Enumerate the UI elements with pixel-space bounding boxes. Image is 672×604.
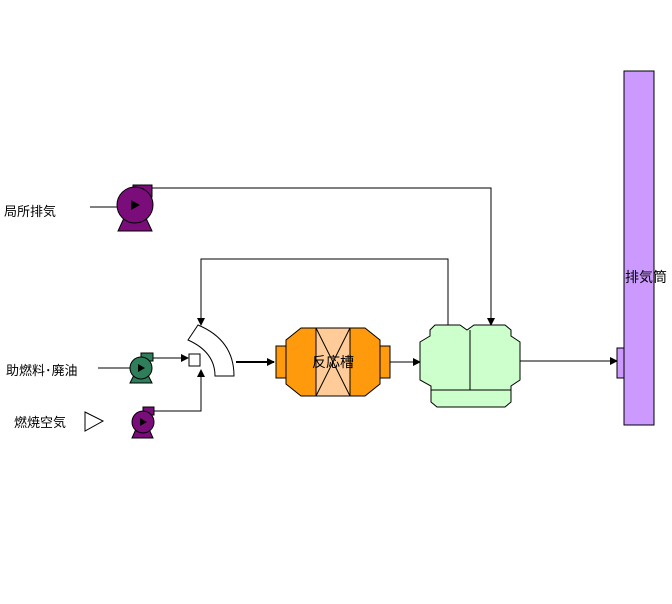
air-inlet-icon [84,411,105,432]
aux-fuel-pump [129,352,154,384]
burner [187,324,235,377]
scrubber [419,324,521,408]
reactor-label: 反応槽 [312,355,354,371]
label-combustion-air: 燃焼空気 [14,415,66,431]
label-aux-fuel: 助燃料･廃油 [6,363,78,379]
stack-label: 排気筒 [625,269,667,286]
exhaust-stack: 排気筒 [616,70,667,426]
combustion-air-blower [131,406,155,439]
flow-lines [90,187,618,412]
flow-line-recirculation [197,258,449,326]
reactor: 反応槽 [275,327,391,397]
exhaust-fan-pump [116,184,154,232]
label-local-exhaust: 局所排気 [4,204,56,220]
flow-line-exhaust-to-scrubber [150,187,495,326]
flow-line-air-to-burner [152,369,205,412]
